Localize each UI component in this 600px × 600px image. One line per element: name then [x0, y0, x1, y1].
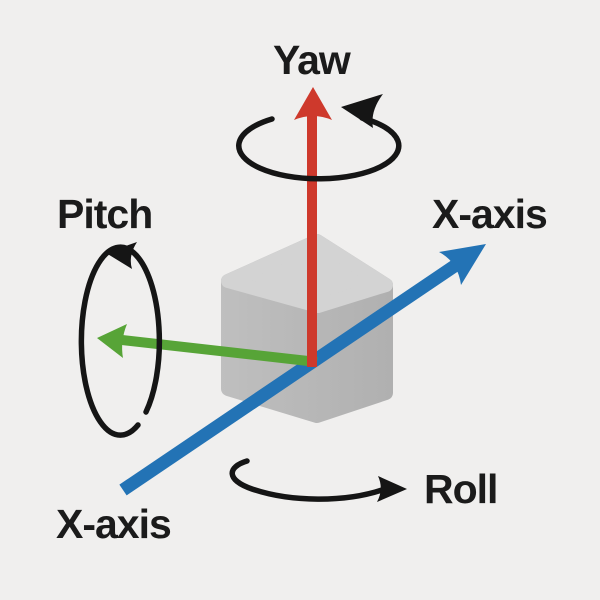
roll-label: Roll [424, 466, 498, 512]
x-axis-arrow-shaft [119, 259, 460, 496]
pitch-rotation-arc [78, 244, 163, 438]
yaw-rotation-arc [236, 115, 402, 182]
roll-rotation-arc [229, 458, 388, 502]
roll-rotation-arrow [229, 458, 407, 502]
x-axis-label-bottom-left: X-axis [56, 501, 172, 547]
yaw-axis-arrowhead-icon [294, 87, 332, 120]
roll-rotation-arrowhead-icon [377, 476, 407, 502]
pitch-axis-arrowhead-icon [97, 324, 127, 358]
x-axis-arrowhead-icon [439, 244, 486, 285]
x-axis-label-top-right: X-axis [432, 191, 548, 237]
yaw-axis-arrow [294, 87, 332, 367]
yaw-rotation-arrow [236, 94, 402, 182]
pitch-rotation-arrow [78, 242, 163, 438]
x-axis-arrow [119, 244, 486, 496]
pitch-axis-arrow-shaft [121, 335, 318, 367]
yaw-rotation-arrowhead-icon [341, 94, 383, 128]
yaw-label: Yaw [273, 37, 351, 83]
pitch-rotation-arrowhead-icon [106, 242, 137, 269]
pitch-axis-arrow [97, 324, 318, 367]
pitch-label: Pitch [57, 191, 153, 237]
